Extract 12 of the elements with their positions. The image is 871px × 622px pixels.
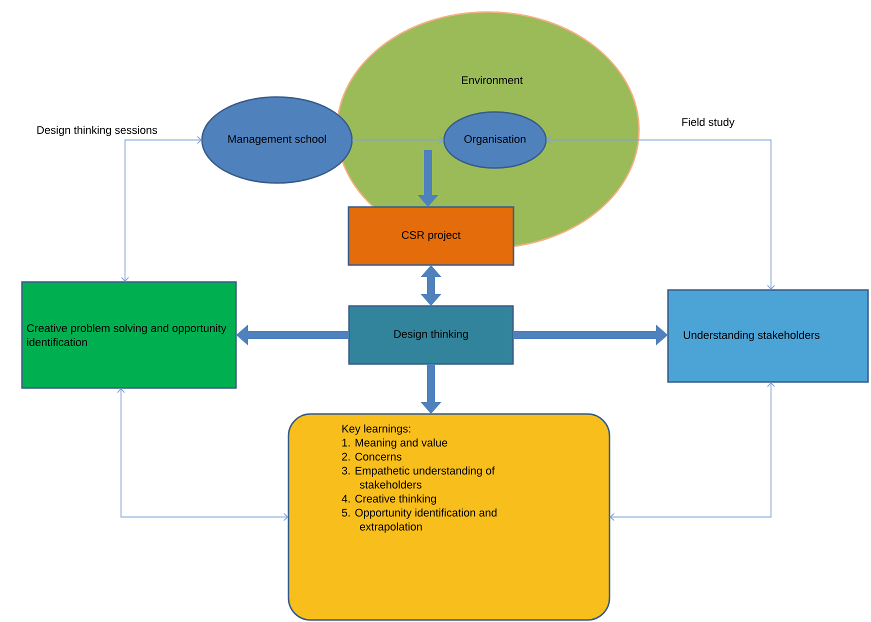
edge-label: Field study xyxy=(680,116,736,130)
outcome-box: Understanding stakeholders xyxy=(667,289,869,383)
arrow xyxy=(352,136,444,144)
outcome-box: Creative problem solving and opportunity identification xyxy=(21,281,237,389)
learnings-box: Key learnings: 1. Meaning and value 2. Concerns 3. Empathetic understanding of stakeholders 4. Creative thinking 5. Opportunity identification and extrapolation xyxy=(288,413,610,621)
edge-label: Design thinking sessions xyxy=(35,124,159,138)
arrow xyxy=(121,136,202,282)
arrow xyxy=(546,136,775,290)
process-box: Design thinking xyxy=(348,305,514,365)
arrow xyxy=(610,382,775,521)
project-box: CSR project xyxy=(348,206,514,266)
arrow xyxy=(117,388,288,521)
